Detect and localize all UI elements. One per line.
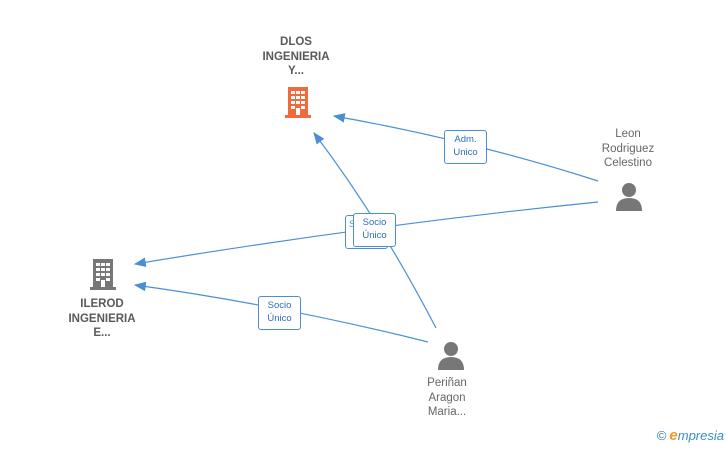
- brand-e: e: [669, 427, 678, 444]
- edge-label-socio-unico-ilerod[interactable]: Socio Único: [258, 296, 301, 330]
- perinan-label[interactable]: Periñan Aragon Maria...: [427, 377, 467, 418]
- edge-label-adm-unico[interactable]: Adm. Unico: [444, 130, 487, 164]
- empresia-logo: ©empresia: [657, 427, 724, 444]
- dlos-label[interactable]: DLOS INGENIERIA Y...: [262, 36, 330, 77]
- dlos-building-icon[interactable]: [283, 85, 313, 124]
- ilerod-building-icon[interactable]: [88, 257, 118, 296]
- ilerod-label[interactable]: ILEROD INGENIERIA E...: [68, 298, 136, 339]
- brand-text: mpresia: [677, 428, 724, 443]
- perinan-person-icon[interactable]: [436, 340, 466, 375]
- edge-label-socio-unico-center[interactable]: Socio Único: [353, 213, 396, 247]
- leon-person-icon[interactable]: [614, 181, 644, 216]
- copyright-icon: ©: [656, 428, 667, 443]
- leon-label[interactable]: Leon Rodriguez Celestino: [601, 128, 655, 169]
